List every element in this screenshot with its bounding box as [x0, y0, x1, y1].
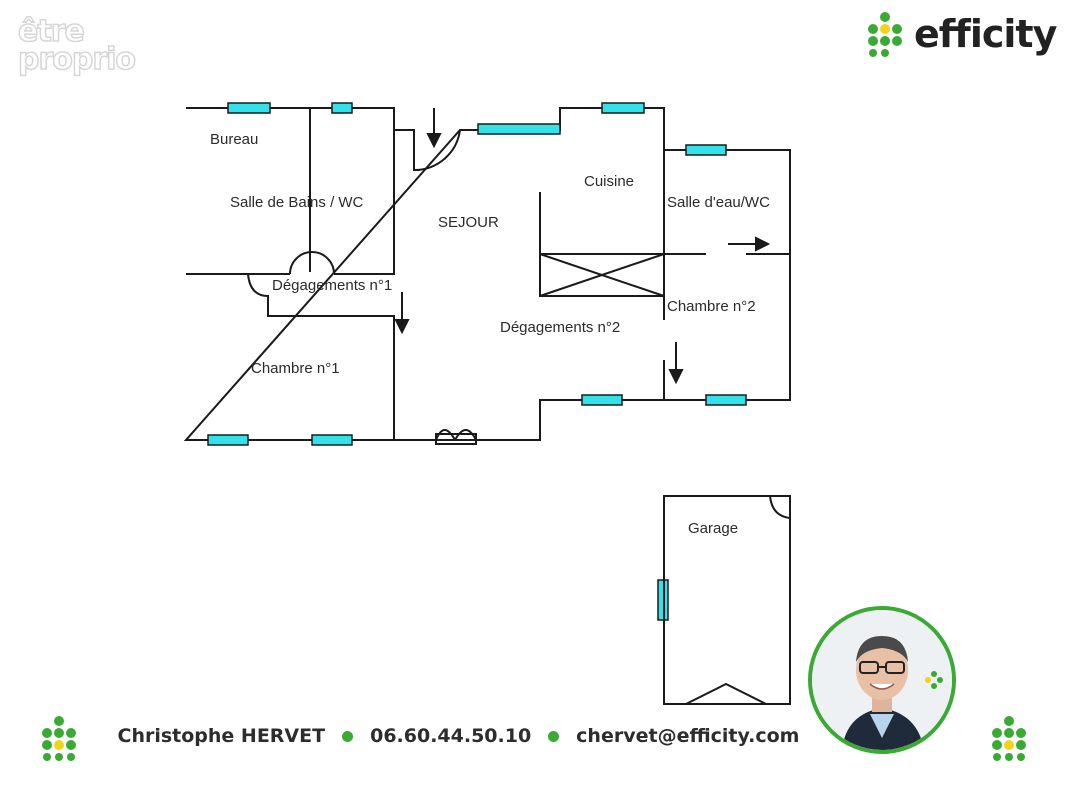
window	[227, 102, 271, 114]
room-label-chambre-2: Chambre n°2	[667, 298, 756, 315]
etre-proprio-watermark: être proprio	[17, 14, 137, 77]
walls	[183, 107, 791, 441]
garage-door-swing	[769, 495, 791, 519]
room-label-degagements-1: Dégagements n°1	[272, 277, 392, 294]
french-door-frame	[435, 433, 477, 445]
room-label-garage: Garage	[688, 520, 738, 537]
window	[311, 434, 353, 446]
efficity-dots-icon	[868, 12, 902, 57]
room-label-cuisine: Cuisine	[584, 173, 634, 190]
agent-avatar	[808, 606, 956, 754]
logo-text: efficity	[914, 12, 1057, 56]
bathroom-door-swing	[289, 251, 335, 275]
efficity-dots-icon	[992, 716, 1026, 761]
garage-main-door	[685, 682, 767, 705]
window	[331, 102, 353, 114]
window	[685, 144, 727, 156]
room-label-chambre-1: Chambre n°1	[251, 360, 340, 377]
separator-dot-icon	[548, 730, 560, 742]
window	[207, 434, 249, 446]
agent-contact-bar: Christophe HERVET 06.60.44.50.10 chervet…	[0, 718, 1067, 754]
room-label-sejour: SEJOUR	[438, 214, 499, 231]
french-door-swing	[435, 429, 477, 441]
room-label-salle-deau: Salle d'eau/WC	[667, 194, 770, 211]
windows	[207, 102, 747, 621]
agent-email[interactable]: chervet@efficity.com	[576, 725, 800, 747]
arrow-down-icon	[394, 319, 410, 335]
room-label-bureau: Bureau	[210, 131, 258, 148]
window	[477, 123, 561, 135]
agent-phone[interactable]: 06.60.44.50.10	[370, 725, 532, 747]
separator-dot-icon	[342, 730, 354, 742]
room-label-degagements-2: Dégagements n°2	[500, 319, 620, 336]
arrow-down-icon	[426, 133, 442, 149]
room-labels: Bureau Salle de Bains / WC SEJOUR Cuisin…	[210, 131, 770, 537]
efficity-logo: efficity	[862, 8, 1057, 60]
window	[601, 102, 645, 114]
arrow-down-icon	[668, 369, 684, 385]
efficity-dots-icon	[42, 716, 76, 761]
arrow-right-icon	[755, 236, 771, 252]
garage	[663, 495, 791, 705]
agent-name: Christophe HERVET	[117, 725, 326, 747]
arrows	[394, 108, 771, 385]
entry-door-swing	[413, 129, 461, 172]
window	[705, 394, 747, 406]
agent-portrait-icon	[812, 610, 952, 750]
doors	[289, 129, 477, 445]
room-label-salle-de-bains: Salle de Bains / WC	[230, 194, 364, 211]
window	[581, 394, 623, 406]
